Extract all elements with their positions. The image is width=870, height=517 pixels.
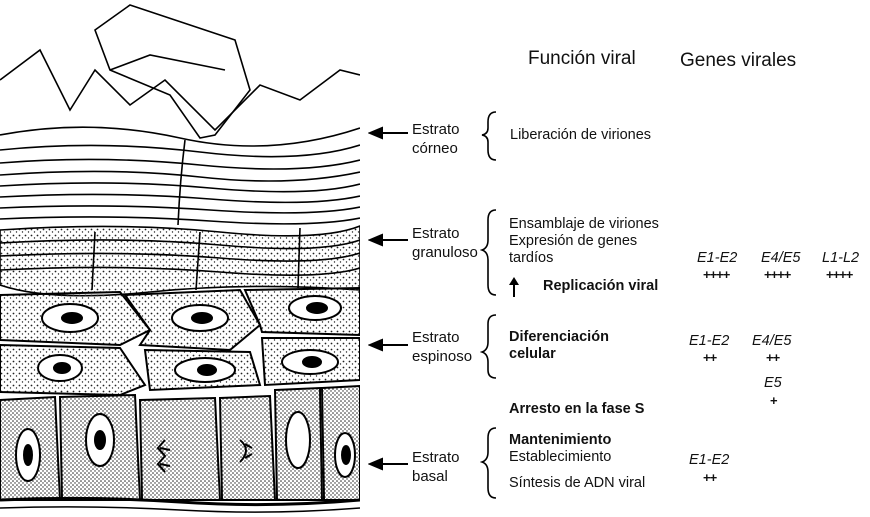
function-replicacion: Replicación viral: [543, 278, 658, 295]
brace-granuloso: [482, 210, 496, 295]
brace-espinoso: [482, 315, 496, 378]
gene-name: E1-E2: [689, 452, 729, 468]
group-braces: [480, 110, 510, 510]
stratum-basale: [0, 386, 360, 500]
function-arresto: Arresto en la fase S: [509, 401, 644, 418]
arrow-left-icon: [370, 128, 408, 138]
function-espinoso: Diferenciación celular: [509, 329, 609, 363]
header-viral-function: Función viral: [528, 48, 636, 70]
stratum-granulosum: [0, 226, 360, 296]
gene-level: ++++: [826, 267, 852, 282]
gene-level: ++: [703, 350, 716, 365]
layer-label-granuloso: Estratogranuloso: [412, 224, 478, 262]
arrow-left-icon: [370, 235, 408, 245]
arrow-left-icon: [370, 340, 408, 350]
function-corneo: Liberación de viriones: [510, 127, 651, 144]
gene-name: E5: [764, 375, 782, 391]
arrow-up-icon: [506, 276, 522, 298]
gene-name: E1-E2: [697, 250, 737, 266]
gene-level: ++++: [703, 267, 729, 282]
gene-name: E1-E2: [689, 333, 729, 349]
function-granuloso: Ensamblaje de viriones Expresión de gene…: [509, 216, 659, 267]
stratum-corneum: [0, 127, 360, 146]
gene-level: ++++: [764, 267, 790, 282]
brace-corneo: [482, 112, 496, 160]
gene-level: ++: [766, 350, 779, 365]
gene-level: ++: [703, 470, 716, 485]
layer-label-espinoso: Estratoespinoso: [412, 328, 472, 366]
epidermis-illustration: [0, 0, 370, 517]
gene-name: E4/E5: [761, 250, 801, 266]
gene-name: E4/E5: [752, 333, 792, 349]
stratum-spinosum: [0, 288, 360, 395]
layer-label-basal: Estratobasal: [412, 448, 460, 486]
layer-label-corneo: Estratocórneo: [412, 120, 460, 158]
brace-basal: [482, 428, 496, 498]
function-basal: Mantenimiento Establecimiento Síntesis d…: [509, 432, 645, 492]
header-viral-genes: Genes virales: [680, 50, 796, 72]
gene-level: +: [770, 393, 777, 408]
gene-name: L1-L2: [822, 250, 859, 266]
arrow-left-icon: [370, 459, 408, 469]
layer-arrows: [368, 120, 410, 480]
